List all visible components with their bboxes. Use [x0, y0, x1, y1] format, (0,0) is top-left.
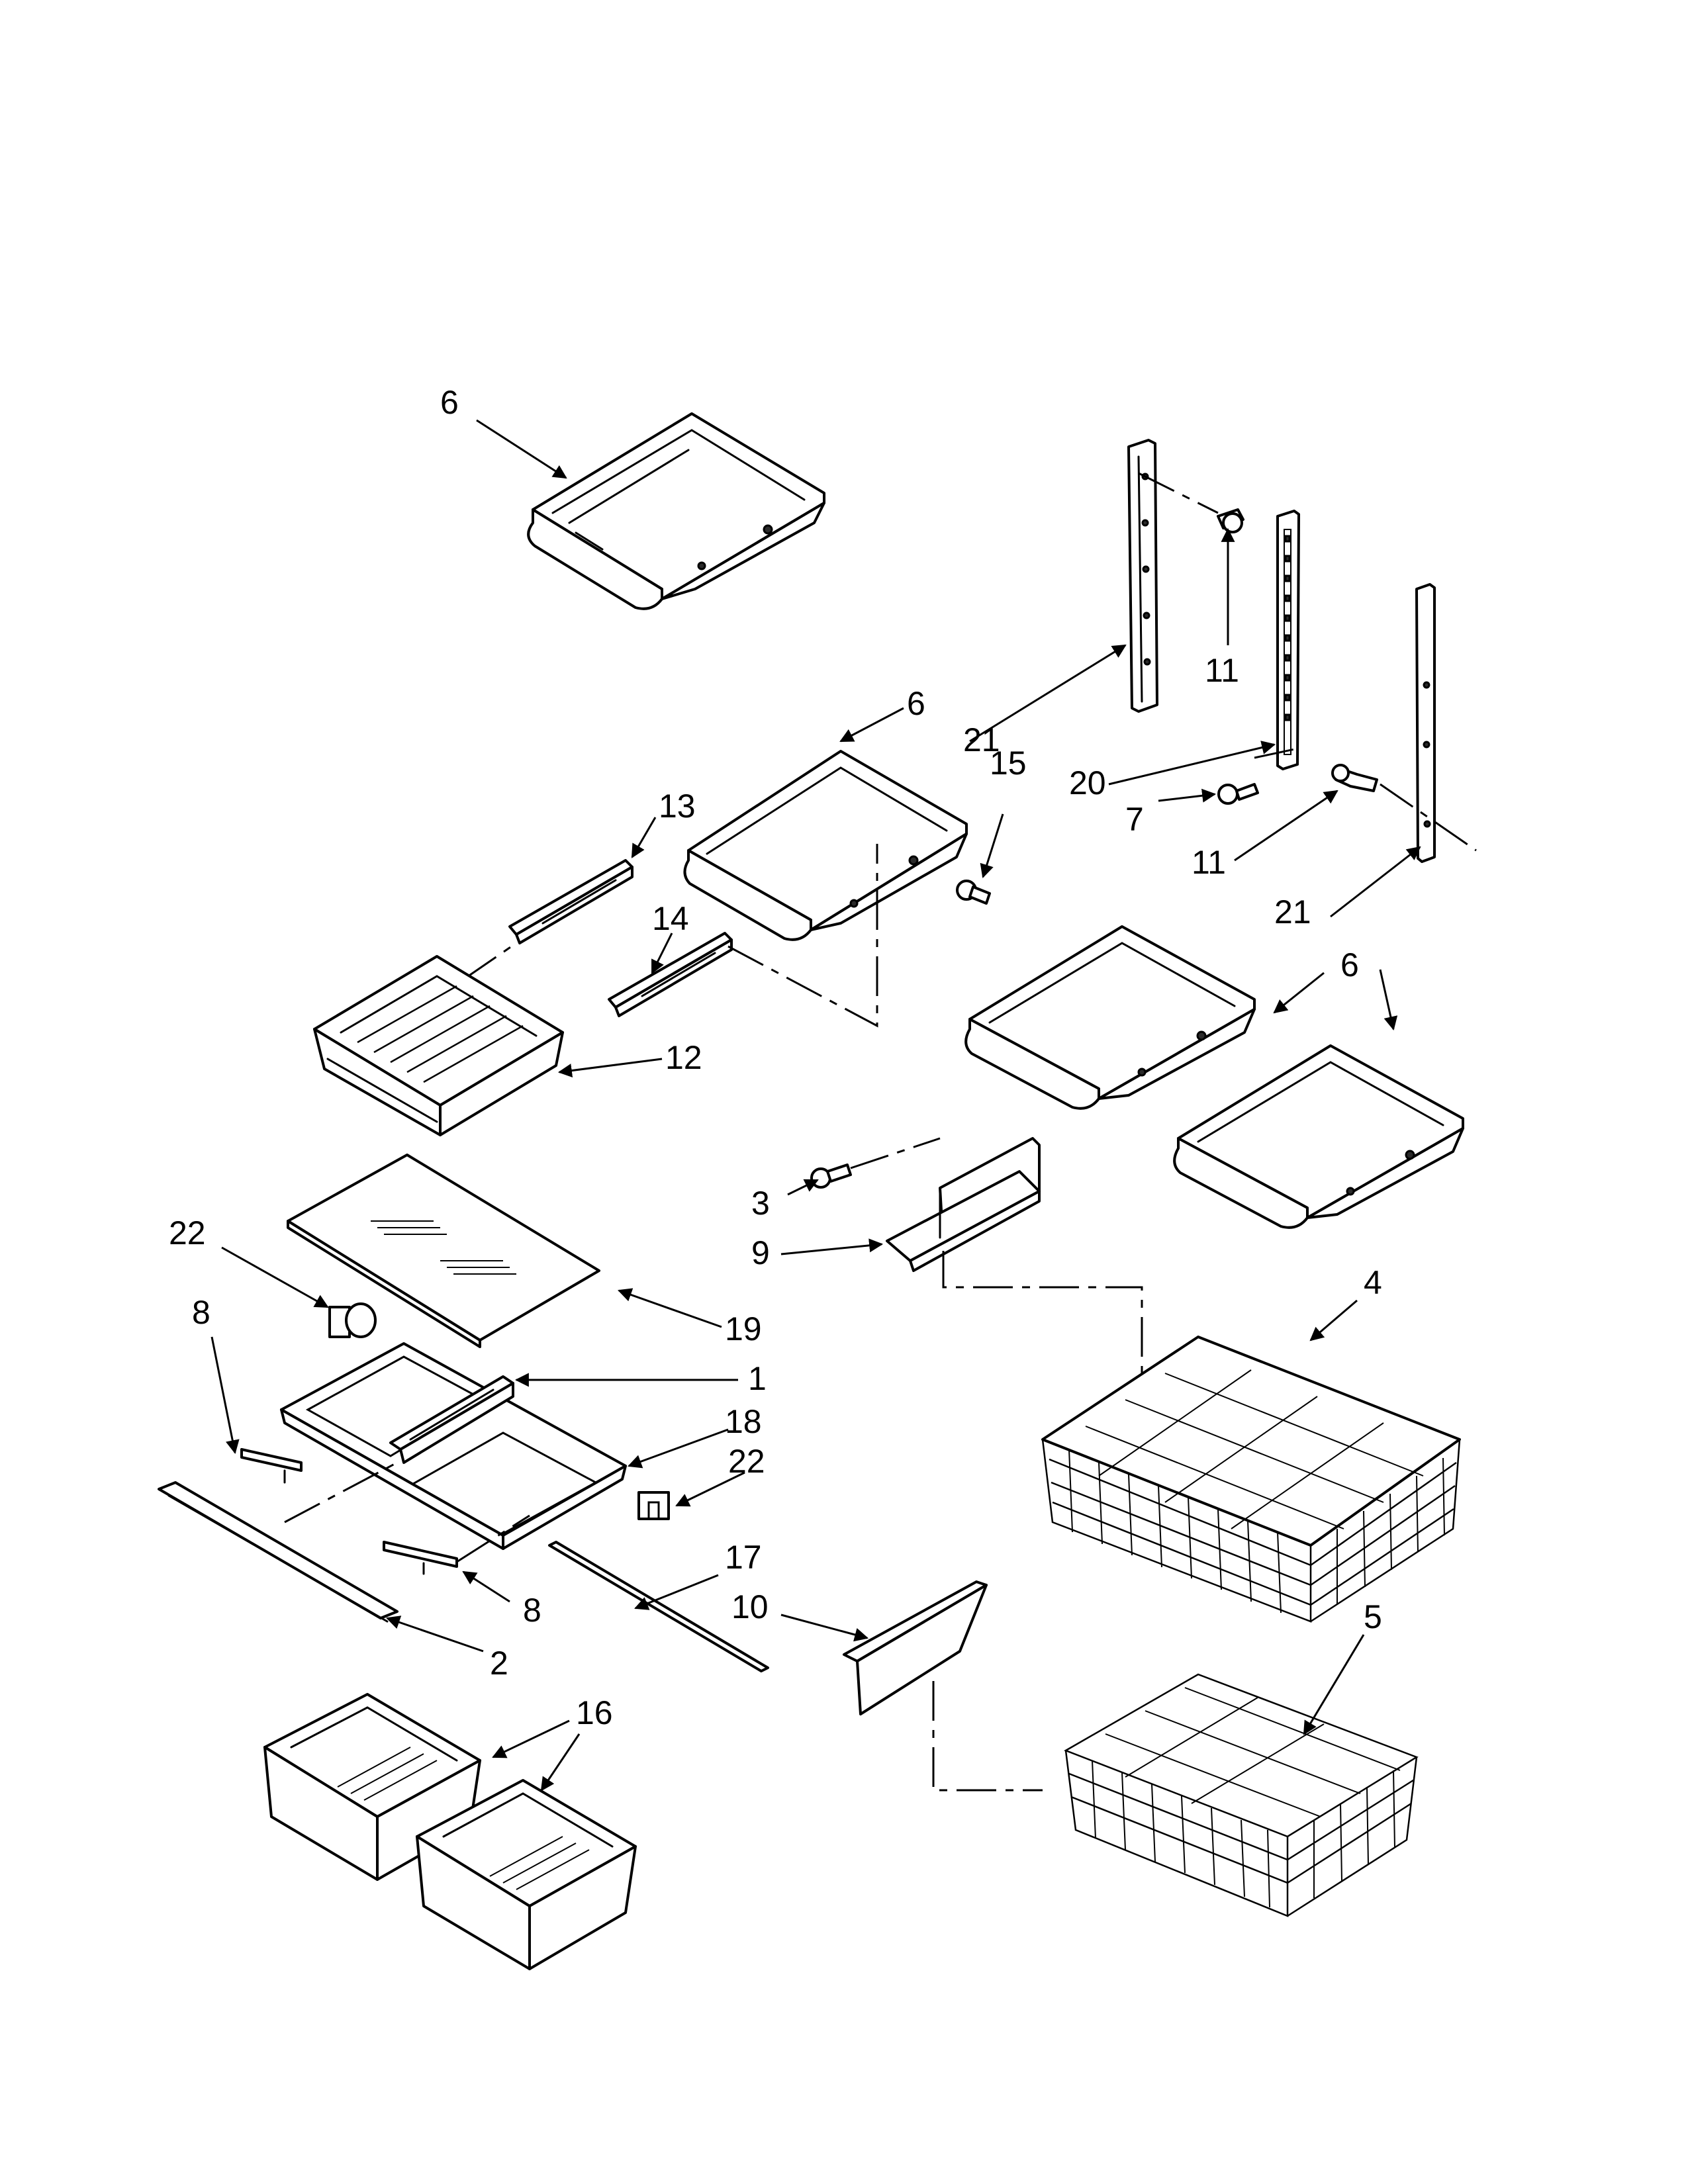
callout-crisper-frame: 18 [725, 1403, 762, 1440]
callout-drawer-pan: 12 [665, 1039, 702, 1076]
wire-basket-lower [1064, 1673, 1419, 1917]
cover-rail [389, 1375, 514, 1464]
glass-shelf [287, 1154, 600, 1348]
callout-basket-support: 9 [751, 1234, 770, 1271]
screw-mid [1331, 764, 1378, 792]
shelf-rail-right [1415, 583, 1436, 863]
basket-support [886, 1137, 1041, 1272]
callout-rail-center: 20 [1069, 764, 1106, 801]
callout-bracket-right: 8 [523, 1592, 541, 1629]
crisper-bin-left [263, 1693, 481, 1881]
callout-rail-right: 21 [1274, 893, 1311, 931]
wire-basket-upper [1041, 1336, 1461, 1623]
callout-basket-lower: 5 [1364, 1598, 1382, 1635]
callout-shelf-right-a: 6 [1340, 946, 1359, 983]
screw-b [810, 1163, 852, 1189]
shelf-rail-center [1276, 510, 1300, 770]
callout-slide-left: 13 [659, 788, 696, 825]
callout-divider: 10 [731, 1588, 769, 1625]
stop-right [637, 1491, 670, 1520]
callout-front-trim: 2 [490, 1645, 508, 1682]
meat-pan-drawer [313, 955, 564, 1136]
callout-glass: 19 [725, 1310, 762, 1347]
shelf-right-a [964, 925, 1256, 1110]
callout-rail-left: 21 [963, 721, 1000, 758]
support-rod [548, 1541, 769, 1672]
callout-screw-top: 11 [1205, 652, 1239, 689]
callout-crisper-bins: 16 [576, 1694, 613, 1731]
shelf-middle [683, 750, 968, 941]
slide-left [508, 859, 633, 944]
bracket-left [240, 1448, 303, 1484]
front-trim [158, 1481, 399, 1623]
callout-rod: 17 [725, 1539, 762, 1576]
callout-screw-b: 3 [751, 1185, 770, 1222]
shelf-right-b [1173, 1044, 1464, 1229]
shelf-top [527, 412, 825, 610]
callout-bracket-left: 8 [192, 1294, 211, 1331]
stop-left [328, 1302, 377, 1338]
callout-screw-a: 15 [990, 745, 1027, 782]
crisper-bin-right [416, 1779, 637, 1970]
screw-top [1217, 508, 1244, 533]
slide-right [608, 932, 733, 1017]
callout-basket-upper: 4 [1364, 1264, 1382, 1301]
callout-stop-left: 22 [169, 1214, 206, 1251]
callout-screw-mid: 11 [1192, 844, 1226, 881]
bracket-right [383, 1541, 458, 1575]
callout-stop-right: 22 [728, 1443, 765, 1480]
callout-slide-right: 14 [652, 900, 689, 937]
screw-a [956, 880, 991, 905]
crisper-cover-frame [280, 1342, 627, 1550]
callout-cover-rail: 1 [748, 1360, 767, 1397]
screw-small [1217, 783, 1259, 805]
divider [843, 1580, 988, 1715]
shelf-rail-left [1127, 439, 1158, 713]
callout-shelf-mid: 6 [907, 685, 925, 722]
callout-screw-small: 7 [1125, 801, 1144, 838]
callout-shelf-top: 6 [440, 384, 459, 421]
